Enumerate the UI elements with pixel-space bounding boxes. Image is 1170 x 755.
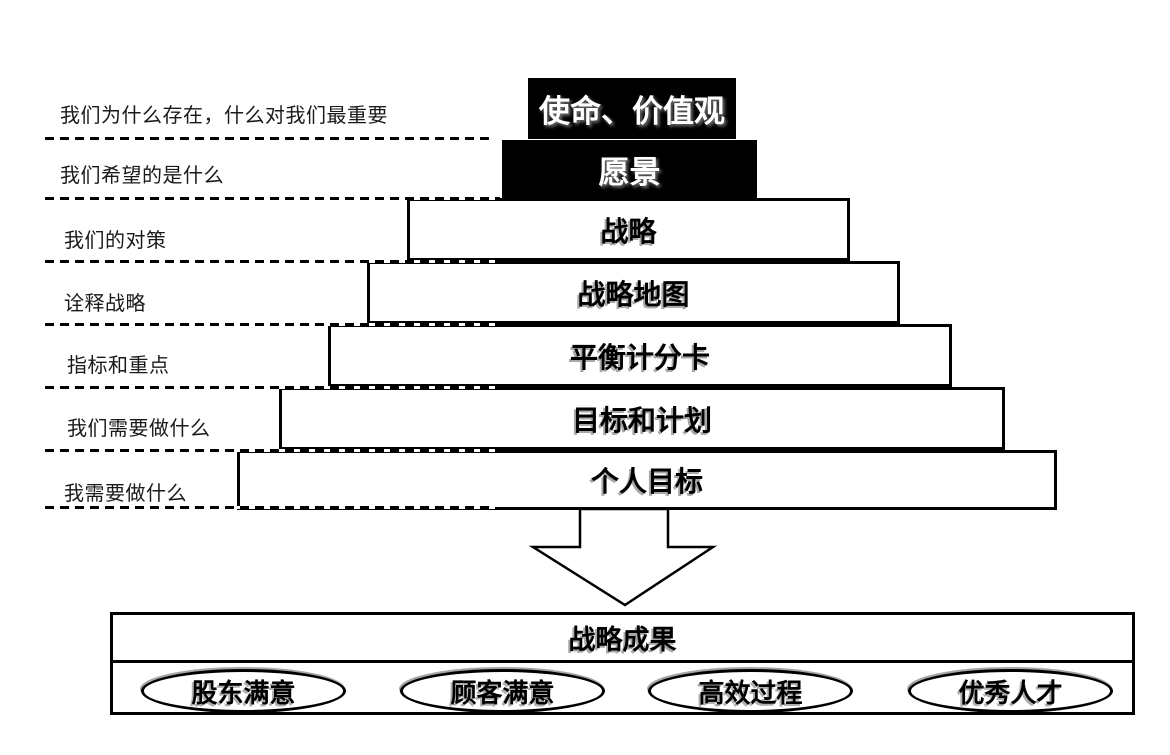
dashed-separator-7 xyxy=(45,506,495,509)
dashed-separator-2 xyxy=(45,197,500,200)
outcome-box: 战略成果 股东满意 顾客满意 高效过程 优秀人才 xyxy=(110,612,1135,715)
pyramid-level-personal-goals: 个人目标 xyxy=(237,450,1057,510)
pyramid-level-goals-and-plans: 目标和计划 xyxy=(279,387,1005,450)
dashed-separator-5 xyxy=(45,386,495,389)
question-label-what-we-must-do: 我们需要做什么 xyxy=(67,418,211,440)
question-label-what-we-hope: 我们希望的是什么 xyxy=(60,165,224,187)
dashed-separator-1 xyxy=(45,137,495,140)
pyramid-level-mission-values: 使命、价值观 xyxy=(528,78,736,139)
outcome-ellipse-efficient-processes: 高效过程 xyxy=(648,669,853,713)
question-label-interpret-strategy: 诠释战略 xyxy=(64,293,146,315)
question-label-what-i-must-do: 我需要做什么 xyxy=(64,483,187,505)
question-label-why-we-exist: 我们为什么存在，什么对我们最重要 xyxy=(60,105,388,127)
pyramid-level-strategy: 战略 xyxy=(407,198,850,261)
question-label-indicators-focus: 指标和重点 xyxy=(67,355,170,377)
pyramid-level-vision: 愿景 xyxy=(502,140,757,198)
question-label-our-countermeasures: 我们的对策 xyxy=(64,230,167,252)
pyramid-level-balanced-scorecard: 平衡计分卡 xyxy=(328,324,952,387)
outcome-ellipse-shareholder-satisfaction: 股东满意 xyxy=(141,669,346,713)
down-arrow-icon xyxy=(520,505,730,615)
dashed-separator-4 xyxy=(45,323,495,326)
dashed-separator-3 xyxy=(45,260,495,263)
dashed-separator-6 xyxy=(45,449,495,452)
outcome-divider xyxy=(110,660,1135,663)
outcome-ellipse-excellent-talent: 优秀人才 xyxy=(908,669,1113,713)
outcome-ellipse-customer-satisfaction: 顾客满意 xyxy=(400,669,605,713)
pyramid-level-strategy-map: 战略地图 xyxy=(367,261,900,324)
outcome-title: 战略成果 xyxy=(568,625,677,655)
